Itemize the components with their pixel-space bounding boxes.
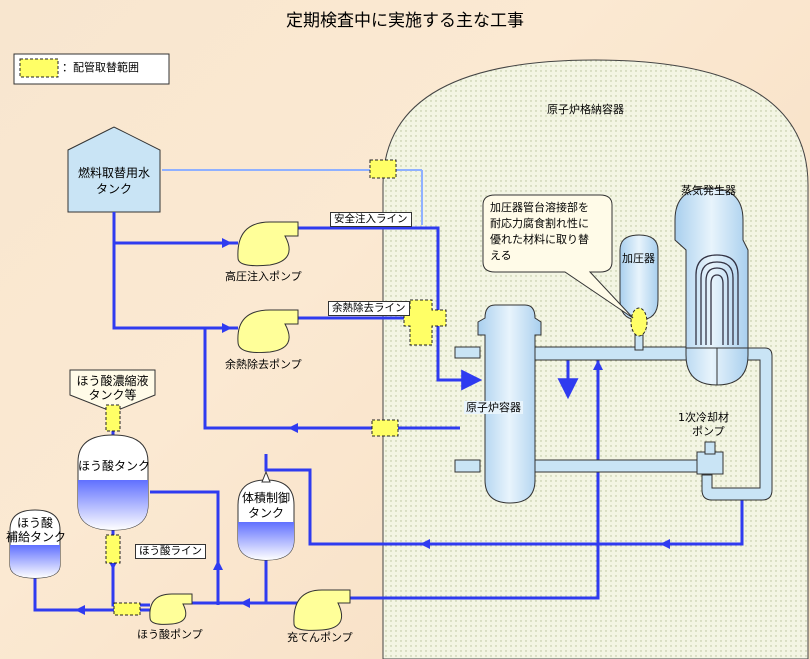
callout-text-3: 優れた材料に取り替 [490, 233, 589, 246]
vct-label1: 体積制御 [241, 491, 290, 505]
fuel-tank-label1: 燃料取替用水 [77, 166, 150, 180]
pressurizer-label: 加圧器 [622, 252, 655, 265]
rcp-label2: ポンプ [692, 425, 725, 438]
boric-conc-tank [69, 369, 156, 413]
rcp-label1: 1次冷却材 [678, 411, 729, 424]
boric-pump-label: ほう酸ポンプ [137, 628, 203, 641]
page-title: 定期検査中に実施する主な工事 [286, 11, 524, 31]
boric-makeup-label1: ほう酸 [16, 516, 53, 530]
rcp-shape [696, 451, 724, 475]
callout-text-2: 耐応力腐食割れ性に [490, 217, 589, 230]
rcs-piping [454, 334, 773, 501]
safety-line-tag: 安全注入ライン [330, 212, 412, 227]
replacement-markers [105, 159, 447, 616]
callout-bubble [482, 194, 634, 319]
containment-label: 原子炉格納容器 [547, 103, 624, 116]
boric-makeup-label2: 補給タンク [6, 530, 67, 544]
charging-pump-label: 充てんポンプ [287, 631, 353, 644]
pressurizer-shape [619, 234, 659, 321]
pumps [149, 221, 351, 631]
callout-text-1: 加圧器管台溶接部を [490, 201, 589, 214]
legend-label: ：配管取替範囲 [62, 61, 139, 74]
fuel-tank-label2: タンク [95, 182, 132, 196]
rhr-pump-label: 余熱除去ポンプ [225, 358, 302, 371]
reactor-vessel-label: 原子炉容器 [464, 401, 523, 414]
steam-generator-label: 蒸気発生器 [681, 184, 736, 197]
hp-pump-label: 高圧注入ポンプ [225, 270, 302, 283]
rhr-line-tag: 余熱除去ライン [328, 301, 410, 316]
boric-conc-label1: ほう酸濃縮液 [76, 374, 149, 388]
boric-line-tag: ほう酸ライン [135, 544, 206, 559]
boric-tank-label: ほう酸タンク [78, 459, 151, 473]
callout-text-4: える [490, 249, 512, 262]
boric-conc-label2: タンク等 [88, 388, 137, 402]
fuel-tank [67, 126, 161, 213]
vct-label2: タンク [247, 506, 284, 520]
